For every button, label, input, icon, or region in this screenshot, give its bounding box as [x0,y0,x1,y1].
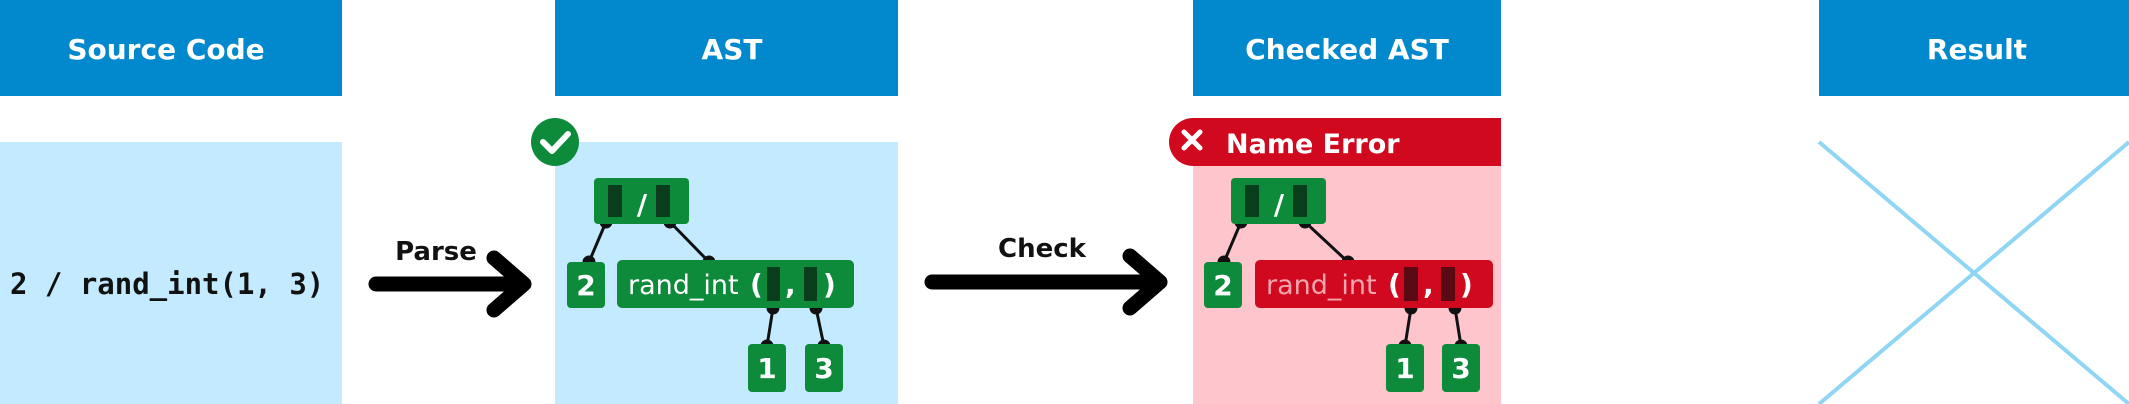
ast-call-name: rand_int [628,270,739,301]
checked-ast-arg2-label: 3 [1451,352,1470,385]
checked-ast-call-open-paren: ( [1388,268,1401,301]
name-error-banner: Name Error [1169,118,1501,166]
ast-panel: / 2 rand_int ( , ) 1 3 [531,118,898,404]
header-ast-label: AST [702,33,763,66]
ast-division-node: / [594,178,689,224]
ast-literal-2-label: 2 [576,269,595,302]
checked-ast-division-node: / [1231,178,1326,224]
result-empty-cross [1817,140,2129,404]
x-icon [1181,129,1203,151]
check-arrow-label: Check [998,234,1087,264]
ast-literal-node-2: 2 [567,262,605,308]
checked-ast-literal-node-1: 1 [1386,344,1424,392]
header-result-label: Result [1927,33,2027,66]
source-code-panel: 2 / rand_int(1, 3) [0,142,342,404]
source-code-text: 2 / rand_int(1, 3) [10,267,324,301]
header-result: Result [1819,0,2129,96]
ast-arg1-label: 1 [757,352,776,385]
check-arrow: Check [924,234,1168,316]
checked-ast-literal-node-3: 3 [1442,344,1480,392]
header-checked-ast-label: Checked AST [1245,33,1449,66]
name-error-label: Name Error [1226,129,1400,160]
parse-arrow-label: Parse [395,237,477,267]
checked-ast-call-comma: , [1423,268,1434,301]
header-source-code: Source Code [0,0,342,96]
checked-ast-call-node-error: rand_int ( , ) [1255,260,1493,308]
ast-literal-node-3: 3 [805,344,843,392]
ast-call-comma: , [785,268,796,301]
header-source-code-label: Source Code [67,33,264,66]
checked-ast-panel: Name Error / 2 rand_int [1169,118,1501,404]
header-ast: AST [555,0,898,96]
checked-ast-division-op: / [1274,188,1285,221]
ast-call-close-paren: ) [823,268,836,301]
parse-arrow: Parse [368,237,532,318]
header-checked-ast: Checked AST [1193,0,1501,96]
checked-ast-arg1-label: 1 [1395,352,1414,385]
ast-literal-node-1: 1 [748,344,786,392]
ast-arg2-label: 3 [814,352,833,385]
checked-ast-call-close-paren: ) [1460,268,1473,301]
ast-call-node: rand_int ( , ) [617,260,854,308]
checked-ast-literal-2-label: 2 [1213,269,1232,302]
check-circle-icon [531,118,579,166]
ast-call-open-paren: ( [750,268,763,301]
ast-division-op: / [637,188,648,221]
checked-ast-call-name: rand_int [1266,270,1377,301]
checked-ast-literal-node-2: 2 [1204,262,1242,308]
